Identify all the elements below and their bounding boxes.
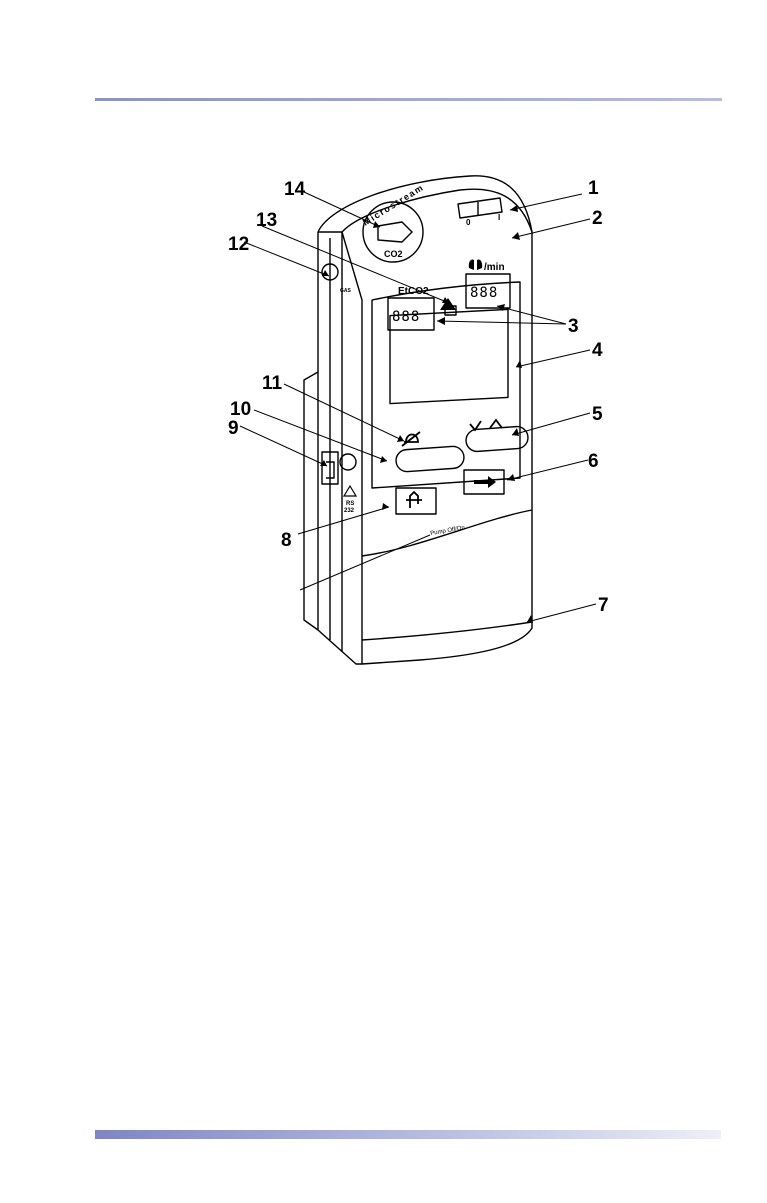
lung-icon [469,259,482,270]
inlet-label: GAS [340,288,352,294]
alarm-off-icon [402,432,420,446]
callout-7: 7 [598,595,609,616]
switch-off-label: 0 [466,218,471,227]
callout-11: 11 [262,373,283,394]
etco2-label: EtCO2 [398,286,429,297]
port-label-232: 232 [344,508,355,514]
callout-9: 9 [228,418,239,439]
callout-8: 8 [281,530,292,551]
callout-14: 14 [284,179,306,200]
chevron-up-icon [490,420,502,428]
power-switch [458,198,502,218]
callout-13: 13 [256,210,277,231]
rate-digits: 888 [470,285,498,301]
switch-on-label: I [498,213,500,222]
callout-4: 4 [592,340,603,361]
bottom-bar [95,1130,721,1139]
etco2-digits: 888 [392,309,420,325]
callout-10: 10 [230,399,251,420]
callout-6: 6 [588,451,599,472]
callout-1: 1 [588,178,599,199]
device-front-face [342,189,532,664]
pump-hand-icon [406,492,422,508]
callout-12: 12 [228,234,249,255]
port-label-rs: RS [346,501,354,507]
device-top-rim [318,176,532,232]
callout-2: 2 [592,208,603,229]
pump-label: Pump Off/On [430,525,465,537]
enter-arrow-icon [474,476,496,488]
callout-5: 5 [592,404,603,425]
pump-button [396,488,436,514]
warning-triangle-icon [344,486,356,496]
rate-label: /min [484,262,505,273]
co2-label: CO2 [384,249,403,259]
callout-3: 3 [568,316,579,337]
alarm-silence-button [395,446,464,473]
device-left-side [318,232,362,664]
